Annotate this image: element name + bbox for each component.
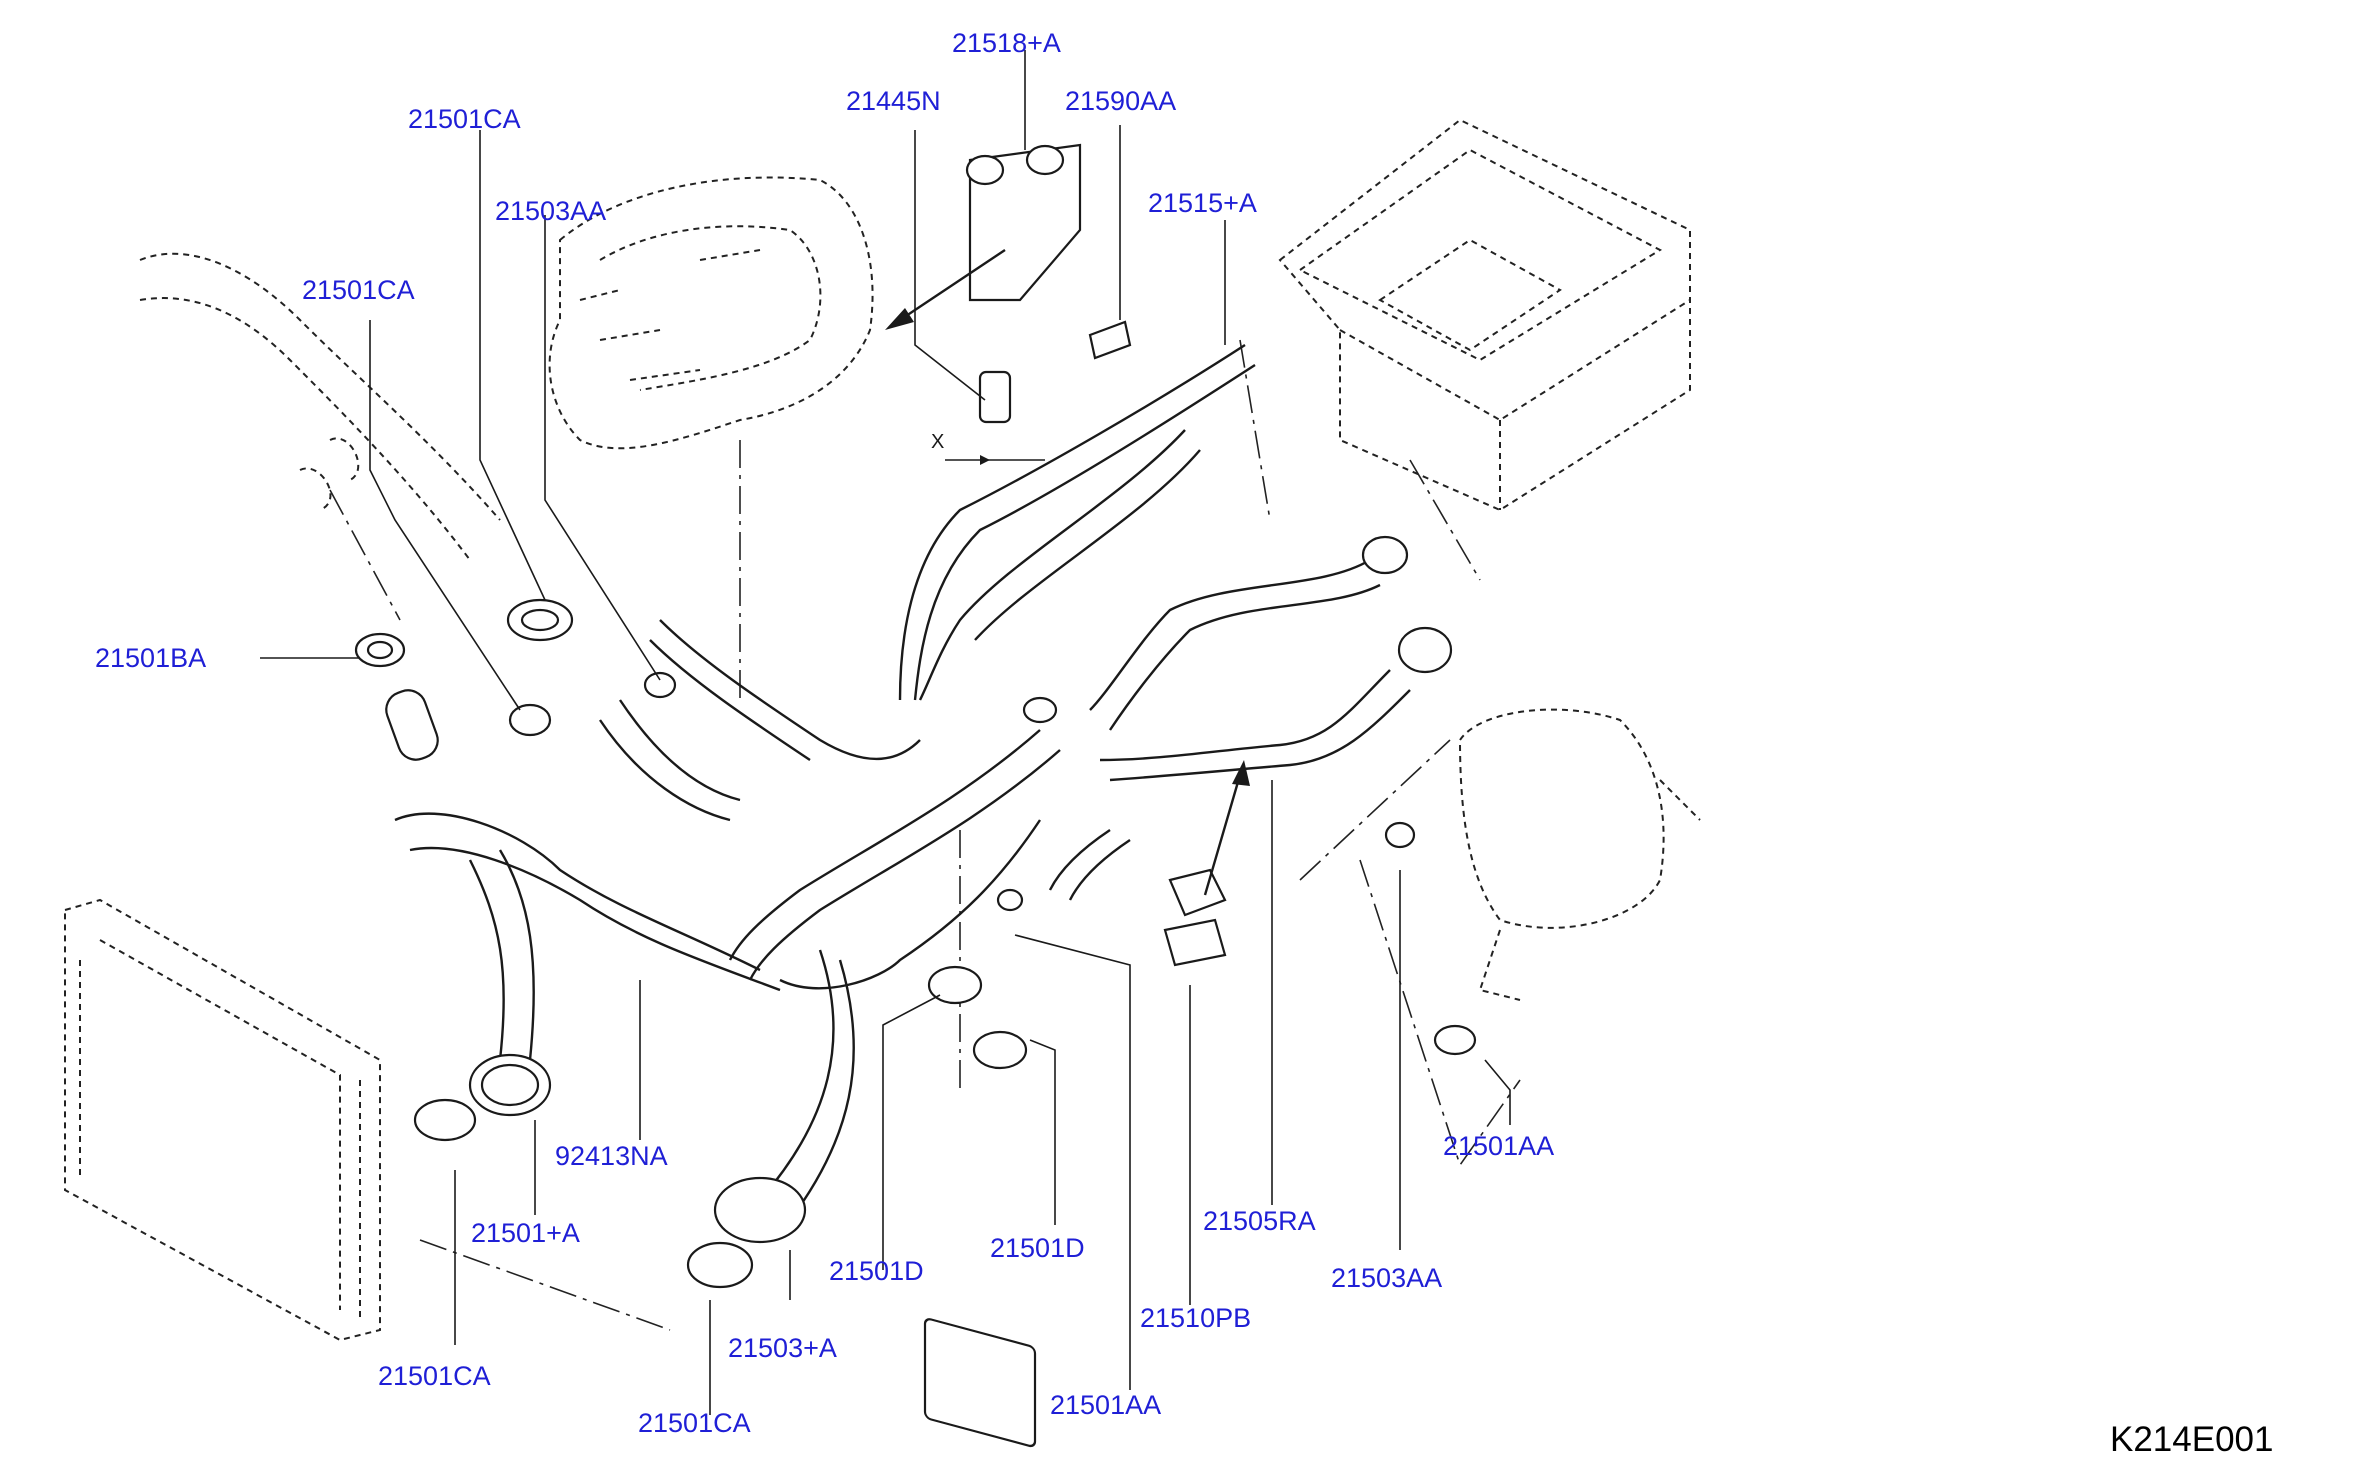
part-callout[interactable]: 21518+A (952, 28, 1061, 58)
part-callout[interactable]: 21501D (829, 1256, 924, 1286)
part-callout[interactable]: 21510PB (1140, 1303, 1252, 1333)
part-callout[interactable]: 21445N (846, 86, 941, 116)
part-callout[interactable]: 21590AA (1065, 86, 1177, 116)
part-callout[interactable]: 21501AA (1443, 1131, 1555, 1161)
part-callout[interactable]: 21503+A (728, 1333, 837, 1363)
mounting-bracket (965, 143, 1132, 424)
part-callout[interactable]: 21501BA (95, 643, 207, 673)
leader-lines (260, 50, 1511, 1415)
heater-unit-outline (1278, 118, 1691, 512)
dimension-mark: X (931, 431, 945, 453)
part-callout[interactable]: 21501+A (471, 1218, 580, 1248)
part-callout[interactable]: 21505RA (1203, 1206, 1316, 1236)
part-callout[interactable]: 21501CA (302, 275, 415, 305)
figure-id: K214E001 (2110, 1420, 2274, 1459)
reference-arrows (885, 249, 1250, 896)
upper-pipe-outline (139, 252, 501, 561)
part-callout[interactable]: 21501CA (408, 104, 521, 134)
part-callout[interactable]: 21515+A (1148, 188, 1257, 218)
assembly-centerlines (329, 339, 1521, 1331)
hose-clamps (354, 535, 1477, 1448)
part-callout[interactable]: 21503AA (495, 196, 607, 226)
part-callout[interactable]: 21503AA (1331, 1263, 1443, 1293)
part-callout[interactable]: 21501AA (1050, 1390, 1162, 1420)
part-callout[interactable]: 92413NA (555, 1141, 668, 1171)
part-callout[interactable]: 21501CA (378, 1361, 491, 1391)
part-callout[interactable]: 21501CA (638, 1408, 751, 1438)
hose-assembly (394, 343, 1411, 1221)
engine-block-outline (548, 176, 874, 450)
reservoir-tank-outline (1458, 708, 1701, 1001)
radiator-outline (64, 898, 381, 1342)
part-callout[interactable]: 21501D (990, 1233, 1085, 1263)
